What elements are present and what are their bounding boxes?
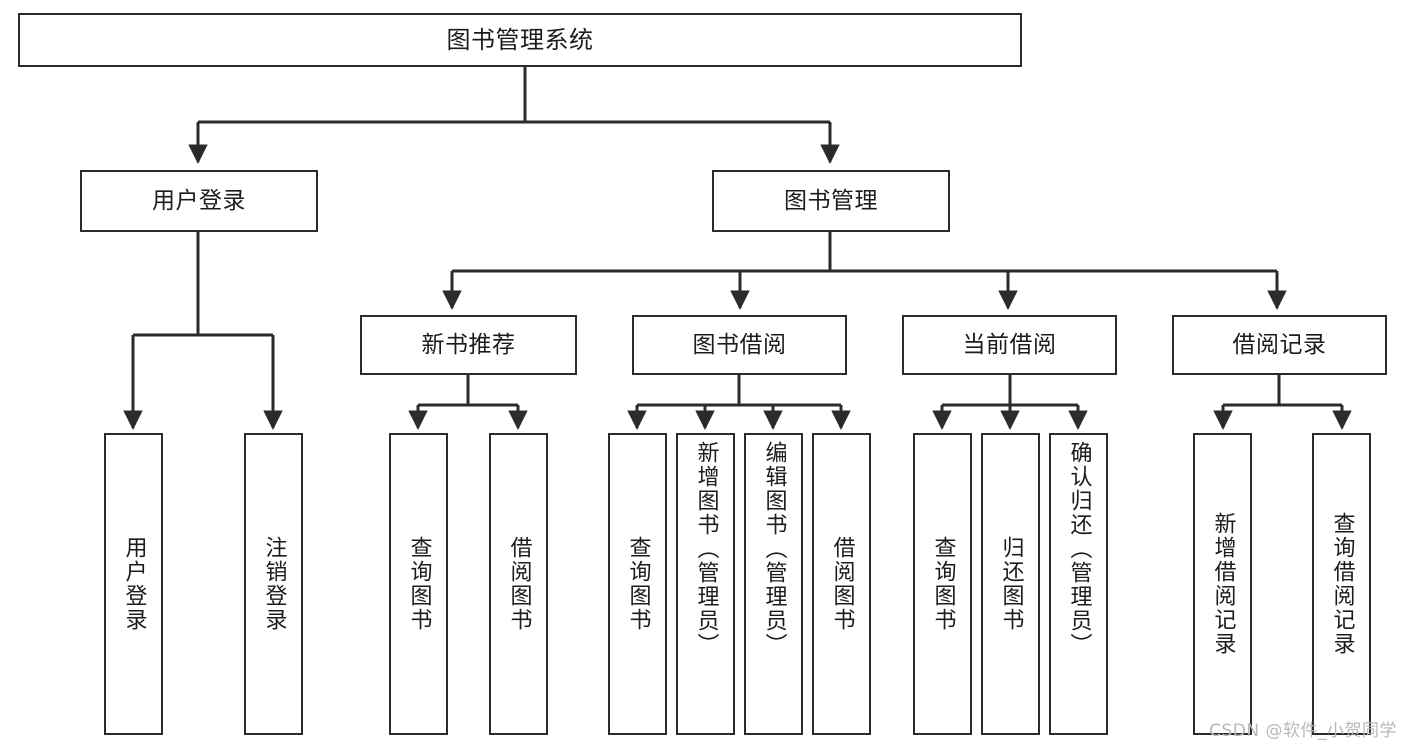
- node-book-borrow[interactable]: 图书借阅: [632, 315, 847, 375]
- node-leaf-query-book-2-label: 查询图书: [625, 536, 651, 632]
- node-leaf-logout-label: 注销登录: [261, 536, 287, 632]
- node-leaf-query-book-1[interactable]: 查询图书: [389, 433, 448, 735]
- node-leaf-query-book-3-label: 查询图书: [930, 536, 956, 632]
- node-book-manage[interactable]: 图书管理: [712, 170, 950, 232]
- node-leaf-borrow-book-2[interactable]: 借阅图书: [812, 433, 871, 735]
- node-current-borrow-label: 当前借阅: [962, 332, 1057, 358]
- node-new-book-rec-label: 新书推荐: [421, 332, 516, 358]
- node-leaf-return-book[interactable]: 归还图书: [981, 433, 1040, 735]
- node-leaf-query-book-3[interactable]: 查询图书: [913, 433, 972, 735]
- node-root-label: 图书管理系统: [446, 26, 594, 54]
- node-book-manage-label: 图书管理: [784, 188, 878, 214]
- node-leaf-add-record-label: 新增借阅记录: [1210, 512, 1236, 656]
- node-user-login[interactable]: 用户登录: [80, 170, 318, 232]
- node-leaf-borrow-book-1[interactable]: 借阅图书: [489, 433, 548, 735]
- node-leaf-return-book-label: 归还图书: [998, 536, 1024, 632]
- node-leaf-borrow-book-1-label: 借阅图书: [506, 536, 532, 632]
- node-leaf-add-book[interactable]: 新增图书（管理员）: [676, 433, 735, 735]
- node-current-borrow[interactable]: 当前借阅: [902, 315, 1117, 375]
- csdn-watermark: CSDN @软件_小贺同学: [1209, 721, 1397, 741]
- node-leaf-borrow-book-2-label: 借阅图书: [829, 536, 855, 632]
- node-leaf-add-book-label: 新增图书（管理员）: [693, 441, 719, 657]
- node-leaf-query-record-label: 查询借阅记录: [1329, 512, 1355, 656]
- node-leaf-query-book-1-label: 查询图书: [406, 536, 432, 632]
- node-borrow-record-label: 借阅记录: [1232, 332, 1327, 358]
- node-leaf-user-login[interactable]: 用户登录: [104, 433, 163, 735]
- node-leaf-confirm-return-label: 确认归还（管理员）: [1066, 441, 1092, 657]
- node-user-login-label: 用户登录: [152, 188, 246, 214]
- node-leaf-user-login-label: 用户登录: [121, 536, 147, 632]
- node-leaf-add-record[interactable]: 新增借阅记录: [1193, 433, 1252, 735]
- node-borrow-record[interactable]: 借阅记录: [1172, 315, 1387, 375]
- node-leaf-query-book-2[interactable]: 查询图书: [608, 433, 667, 735]
- node-new-book-rec[interactable]: 新书推荐: [360, 315, 577, 375]
- node-book-borrow-label: 图书借阅: [692, 332, 787, 358]
- node-leaf-query-record[interactable]: 查询借阅记录: [1312, 433, 1371, 735]
- node-leaf-edit-book[interactable]: 编辑图书（管理员）: [744, 433, 803, 735]
- node-leaf-confirm-return[interactable]: 确认归还（管理员）: [1049, 433, 1108, 735]
- node-root[interactable]: 图书管理系统: [18, 13, 1022, 67]
- node-leaf-edit-book-label: 编辑图书（管理员）: [761, 441, 787, 657]
- node-leaf-logout[interactable]: 注销登录: [244, 433, 303, 735]
